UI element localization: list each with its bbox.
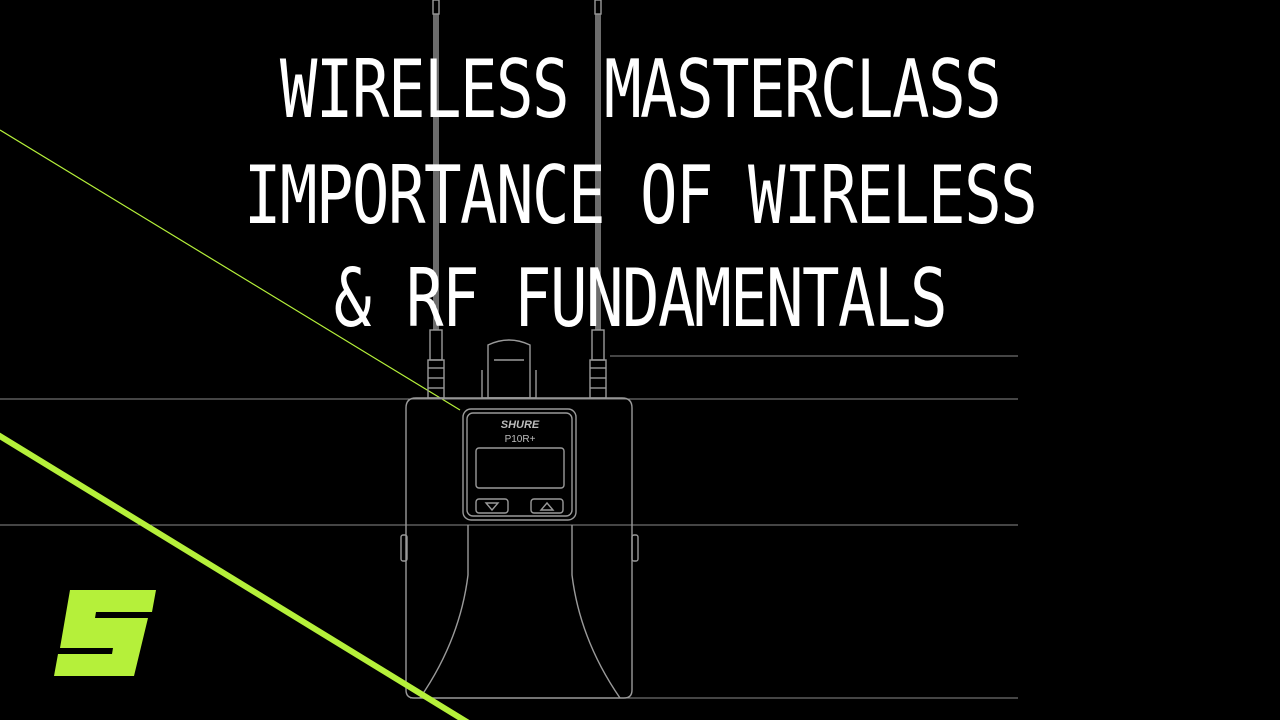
lcd-screen bbox=[475, 447, 565, 489]
display-panel-inner bbox=[466, 412, 573, 517]
thick-accent-diagonal bbox=[0, 432, 470, 720]
title-line-1: WIRELESS MASTERCLASS bbox=[279, 43, 1002, 136]
triangle-down-icon bbox=[484, 502, 500, 512]
device-model-label: P10R+ bbox=[505, 434, 536, 445]
title-line-2: IMPORTANCE OF WIRELESS bbox=[243, 149, 1038, 242]
right-side-clip bbox=[631, 534, 639, 562]
left-side-clip bbox=[400, 534, 408, 562]
center-knob bbox=[481, 339, 537, 399]
title-line-3: & RF FUNDAMENTALS bbox=[333, 252, 948, 345]
up-button-outline bbox=[530, 498, 564, 514]
belt-clip-outline bbox=[419, 525, 621, 699]
bodypack-receiver-drawing bbox=[400, 0, 639, 699]
down-button-outline bbox=[475, 498, 509, 514]
triangle-up-icon bbox=[539, 501, 555, 511]
display-panel-outline bbox=[462, 408, 577, 521]
right-antenna bbox=[589, 0, 607, 399]
thin-accent-diagonal bbox=[0, 129, 461, 411]
device-brand-label: SHURE bbox=[501, 419, 540, 431]
shure-s-logo-icon bbox=[54, 590, 156, 676]
device-body-outline bbox=[405, 397, 633, 699]
left-antenna bbox=[427, 0, 445, 399]
